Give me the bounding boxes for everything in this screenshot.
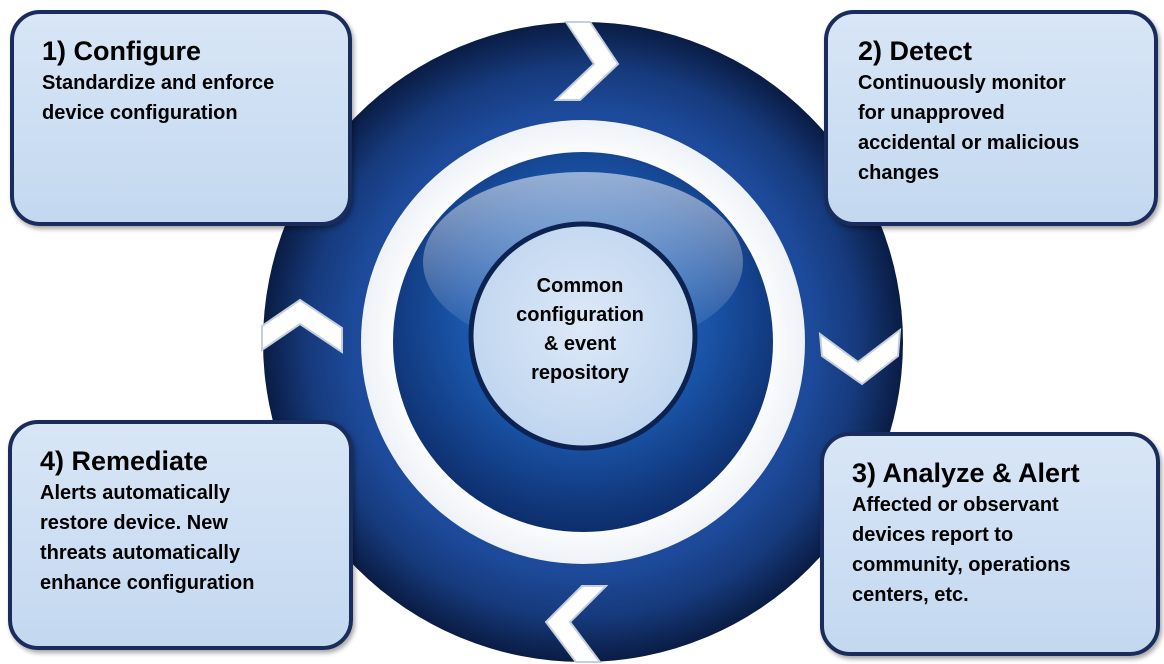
center-label-line: Common bbox=[536, 275, 624, 297]
step-configure-title: 1) Configure bbox=[42, 36, 201, 66]
step-detect-line: for unapproved bbox=[858, 102, 1005, 124]
chevron-left bbox=[261, 298, 343, 354]
step-analyze-title: 3) Analyze & Alert bbox=[852, 458, 1080, 488]
center-label-line: repository bbox=[531, 362, 629, 384]
step-detect-line: Continuously monitor bbox=[858, 72, 1066, 94]
step-configure-box: 1) Configure Standardize and enforce dev… bbox=[10, 10, 352, 226]
chevron-top bbox=[553, 21, 620, 101]
step-analyze-line: centers, etc. bbox=[852, 584, 969, 606]
center-label-line: & event bbox=[543, 333, 617, 355]
step-remediate-line: restore device. New bbox=[40, 512, 228, 534]
center-inner-circle bbox=[468, 221, 698, 451]
chevron-bottom bbox=[544, 585, 609, 663]
step-configure-line: Standardize and enforce bbox=[42, 72, 275, 94]
step-detect-box: 2) Detect Continuously monitor for unapp… bbox=[824, 10, 1158, 226]
chevron-right bbox=[818, 327, 902, 386]
step-analyze-line: Affected or observant bbox=[852, 494, 1059, 516]
step-remediate-line: threats automatically bbox=[40, 542, 241, 564]
step-remediate-title: 4) Remediate bbox=[40, 446, 209, 476]
step-detect-line: changes bbox=[858, 162, 940, 184]
step-detect-line: accidental or malicious bbox=[858, 132, 1080, 154]
center-label-line: configuration bbox=[516, 304, 644, 326]
step-remediate-box: 4) Remediate Alerts automatically restor… bbox=[8, 420, 353, 650]
step-remediate-line: enhance configuration bbox=[40, 572, 255, 594]
step-detect-title: 2) Detect bbox=[858, 36, 973, 66]
step-analyze-box: 3) Analyze & Alert Affected or observant… bbox=[820, 432, 1160, 656]
step-analyze-line: community, operations bbox=[852, 554, 1071, 576]
step-configure-line: device configuration bbox=[42, 102, 238, 124]
arrow-chevrons bbox=[261, 21, 902, 663]
step-analyze-line: devices report to bbox=[852, 524, 1014, 546]
center-repository-label: Common configuration & event repository bbox=[480, 272, 680, 388]
step-remediate-line: Alerts automatically bbox=[40, 482, 231, 504]
